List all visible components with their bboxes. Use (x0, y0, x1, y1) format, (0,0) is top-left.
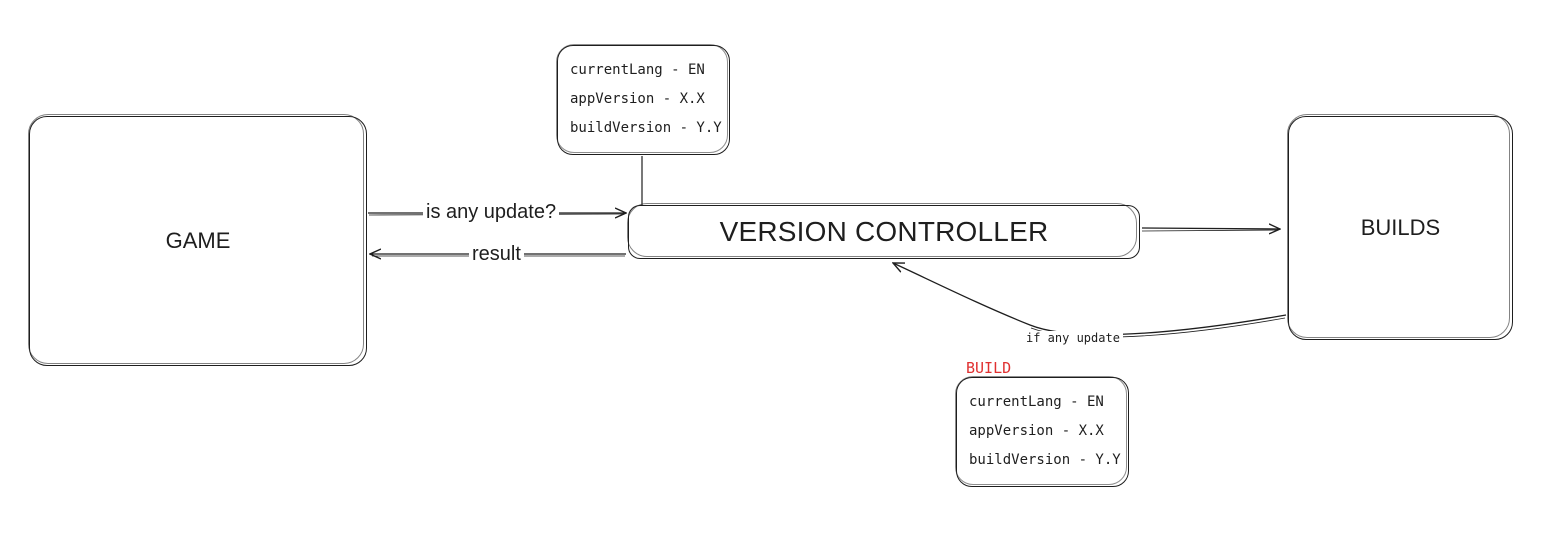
build-info-row: currentLang - EN (969, 394, 1104, 410)
version-controller-label: VERSION CONTROLLER (719, 216, 1049, 247)
build-tag: BUILD (966, 359, 1012, 377)
builds-label: BUILDS (1360, 215, 1441, 240)
edge-label-if-any-update: if any update (1023, 331, 1123, 345)
controller-info-row: buildVersion - Y.Y (570, 120, 722, 136)
build-info-row: buildVersion - Y.Y (969, 452, 1121, 468)
arrow-builds-to-controller (893, 263, 1287, 338)
build-info-box[interactable]: currentLang - EN appVersion - X.X buildV… (955, 376, 1129, 487)
edge-label-is-any-update: is any update? (423, 201, 560, 224)
arrow-controller-to-builds (1141, 228, 1280, 231)
controller-info-box[interactable]: currentLang - EN appVersion - X.X buildV… (556, 44, 730, 155)
edge-label-result: result (469, 243, 524, 266)
build-info-row: appVersion - X.X (969, 423, 1104, 439)
controller-info-row: appVersion - X.X (570, 91, 705, 107)
controller-info-row: currentLang - EN (570, 62, 705, 78)
game-node[interactable]: GAME (28, 114, 367, 366)
version-controller-node[interactable]: VERSION CONTROLLER (627, 203, 1140, 259)
builds-node[interactable]: BUILDS (1287, 114, 1513, 340)
game-label: GAME (165, 228, 231, 253)
